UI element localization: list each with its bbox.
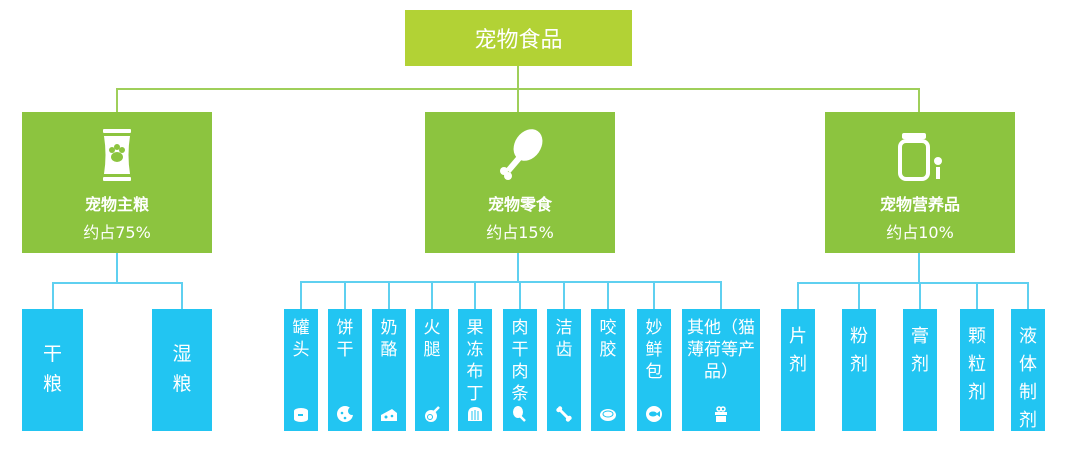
root-title: 宠物食品 [474,28,563,53]
can-icon [294,408,308,422]
connector-line [474,281,476,309]
connector-line [431,281,433,309]
category-name: 宠物零食 [487,195,552,214]
leaf-supplement-item: 粉剂 [842,309,876,431]
connector-line [181,282,183,309]
leaf-snack-item: 罐头 [284,309,318,431]
gift-icon [715,406,727,422]
leaf-snack-item: 奶酪 [372,309,406,431]
meat-icon [600,409,616,421]
leaf-snack-item: 妙鲜包 [637,309,671,431]
leaf-snack-item: 饼干 [328,309,362,431]
connector-line [976,282,978,309]
leaf-label: 肉干肉条 [511,318,529,404]
category-name: 宠物营养品 [879,195,960,214]
leaf-label: 火腿 [423,318,441,360]
leaf-snack-item: 其他（猫薄荷等产品） [682,309,760,431]
leaf-label: 洁齿 [555,318,573,360]
connector-line [607,281,609,309]
connector-line [653,281,655,309]
connector-line [52,282,183,284]
connector-line [858,282,860,309]
leaf-supplement-item: 颗粒剂 [960,309,994,431]
leaf-label: 颗粒剂 [968,326,986,403]
connector-line [563,281,565,309]
drumstick-icon [500,129,543,180]
leaf-label: 奶酪 [380,318,398,360]
ham-icon [425,406,440,422]
connector-line [116,253,118,283]
connector-line [116,88,920,90]
connector-line [918,253,920,283]
leaf-supplement-item: 液体制剂 [1011,309,1045,431]
leaf-wet-food: 湿粮 [152,309,212,431]
leaf-label: 湿粮 [172,343,192,395]
connector-line [344,281,346,309]
leaf-snack-item: 火腿 [415,309,449,431]
connector-line [919,282,921,309]
leaf-dry-food: 干粮 [22,309,83,431]
leaf-label: 液体制剂 [1019,326,1037,431]
leaf-snack-item: 咬胶 [591,309,625,431]
leaf-snack-item: 果冻布丁 [458,309,492,431]
leaf-supplement-item: 膏剂 [903,309,937,431]
connector-line [918,88,920,112]
leaf-label: 果冻布丁 [466,318,484,404]
connector-line [52,282,54,309]
connector-line [720,281,722,309]
fish-icon [646,406,662,422]
category-share: 约占75% [83,223,151,242]
jelly-icon [468,407,482,421]
bone-icon [556,406,572,422]
leaf-label: 罐头 [292,318,310,360]
category-share: 约占15% [486,223,554,242]
leaf-label: 妙鲜包 [645,318,663,382]
cheese-icon [381,409,397,421]
connector-line [797,282,1028,284]
leaf-snack-item: 肉干肉条 [503,309,537,431]
leaf-snack-item: 洁齿 [547,309,581,431]
category-share: 约占10% [886,223,954,242]
connector-line [116,88,118,112]
leaf-supplement-item: 片剂 [781,309,815,431]
category-supplements: 宠物营养品 约占10% [825,112,1015,253]
category-name: 宠物主粮 [84,195,149,214]
leaf-label: 饼干 [336,318,354,360]
leaf-label: 膏剂 [911,326,929,375]
leaf-label: 其他（猫薄荷等产品） [687,318,755,382]
category-snacks: 宠物零食 约占15% [425,112,615,253]
connector-line [519,281,521,309]
pet-food-bag-icon [103,129,131,181]
leaf-label: 粉剂 [850,326,868,375]
connector-line [300,281,722,283]
connector-line [300,281,302,309]
supplement-jar-icon [898,133,942,181]
cookie-icon [337,406,354,422]
connector-line [797,282,799,309]
category-staple-food: 宠物主粮 约占75% [22,112,212,253]
leaf-label: 干粮 [42,343,62,395]
drumstick-icon [513,406,526,422]
connector-line [388,281,390,309]
connector-line [517,253,519,283]
root-node: 宠物食品 [405,10,632,66]
connector-line [1027,282,1029,309]
leaf-label: 片剂 [789,326,807,375]
leaf-label: 咬胶 [599,318,617,360]
